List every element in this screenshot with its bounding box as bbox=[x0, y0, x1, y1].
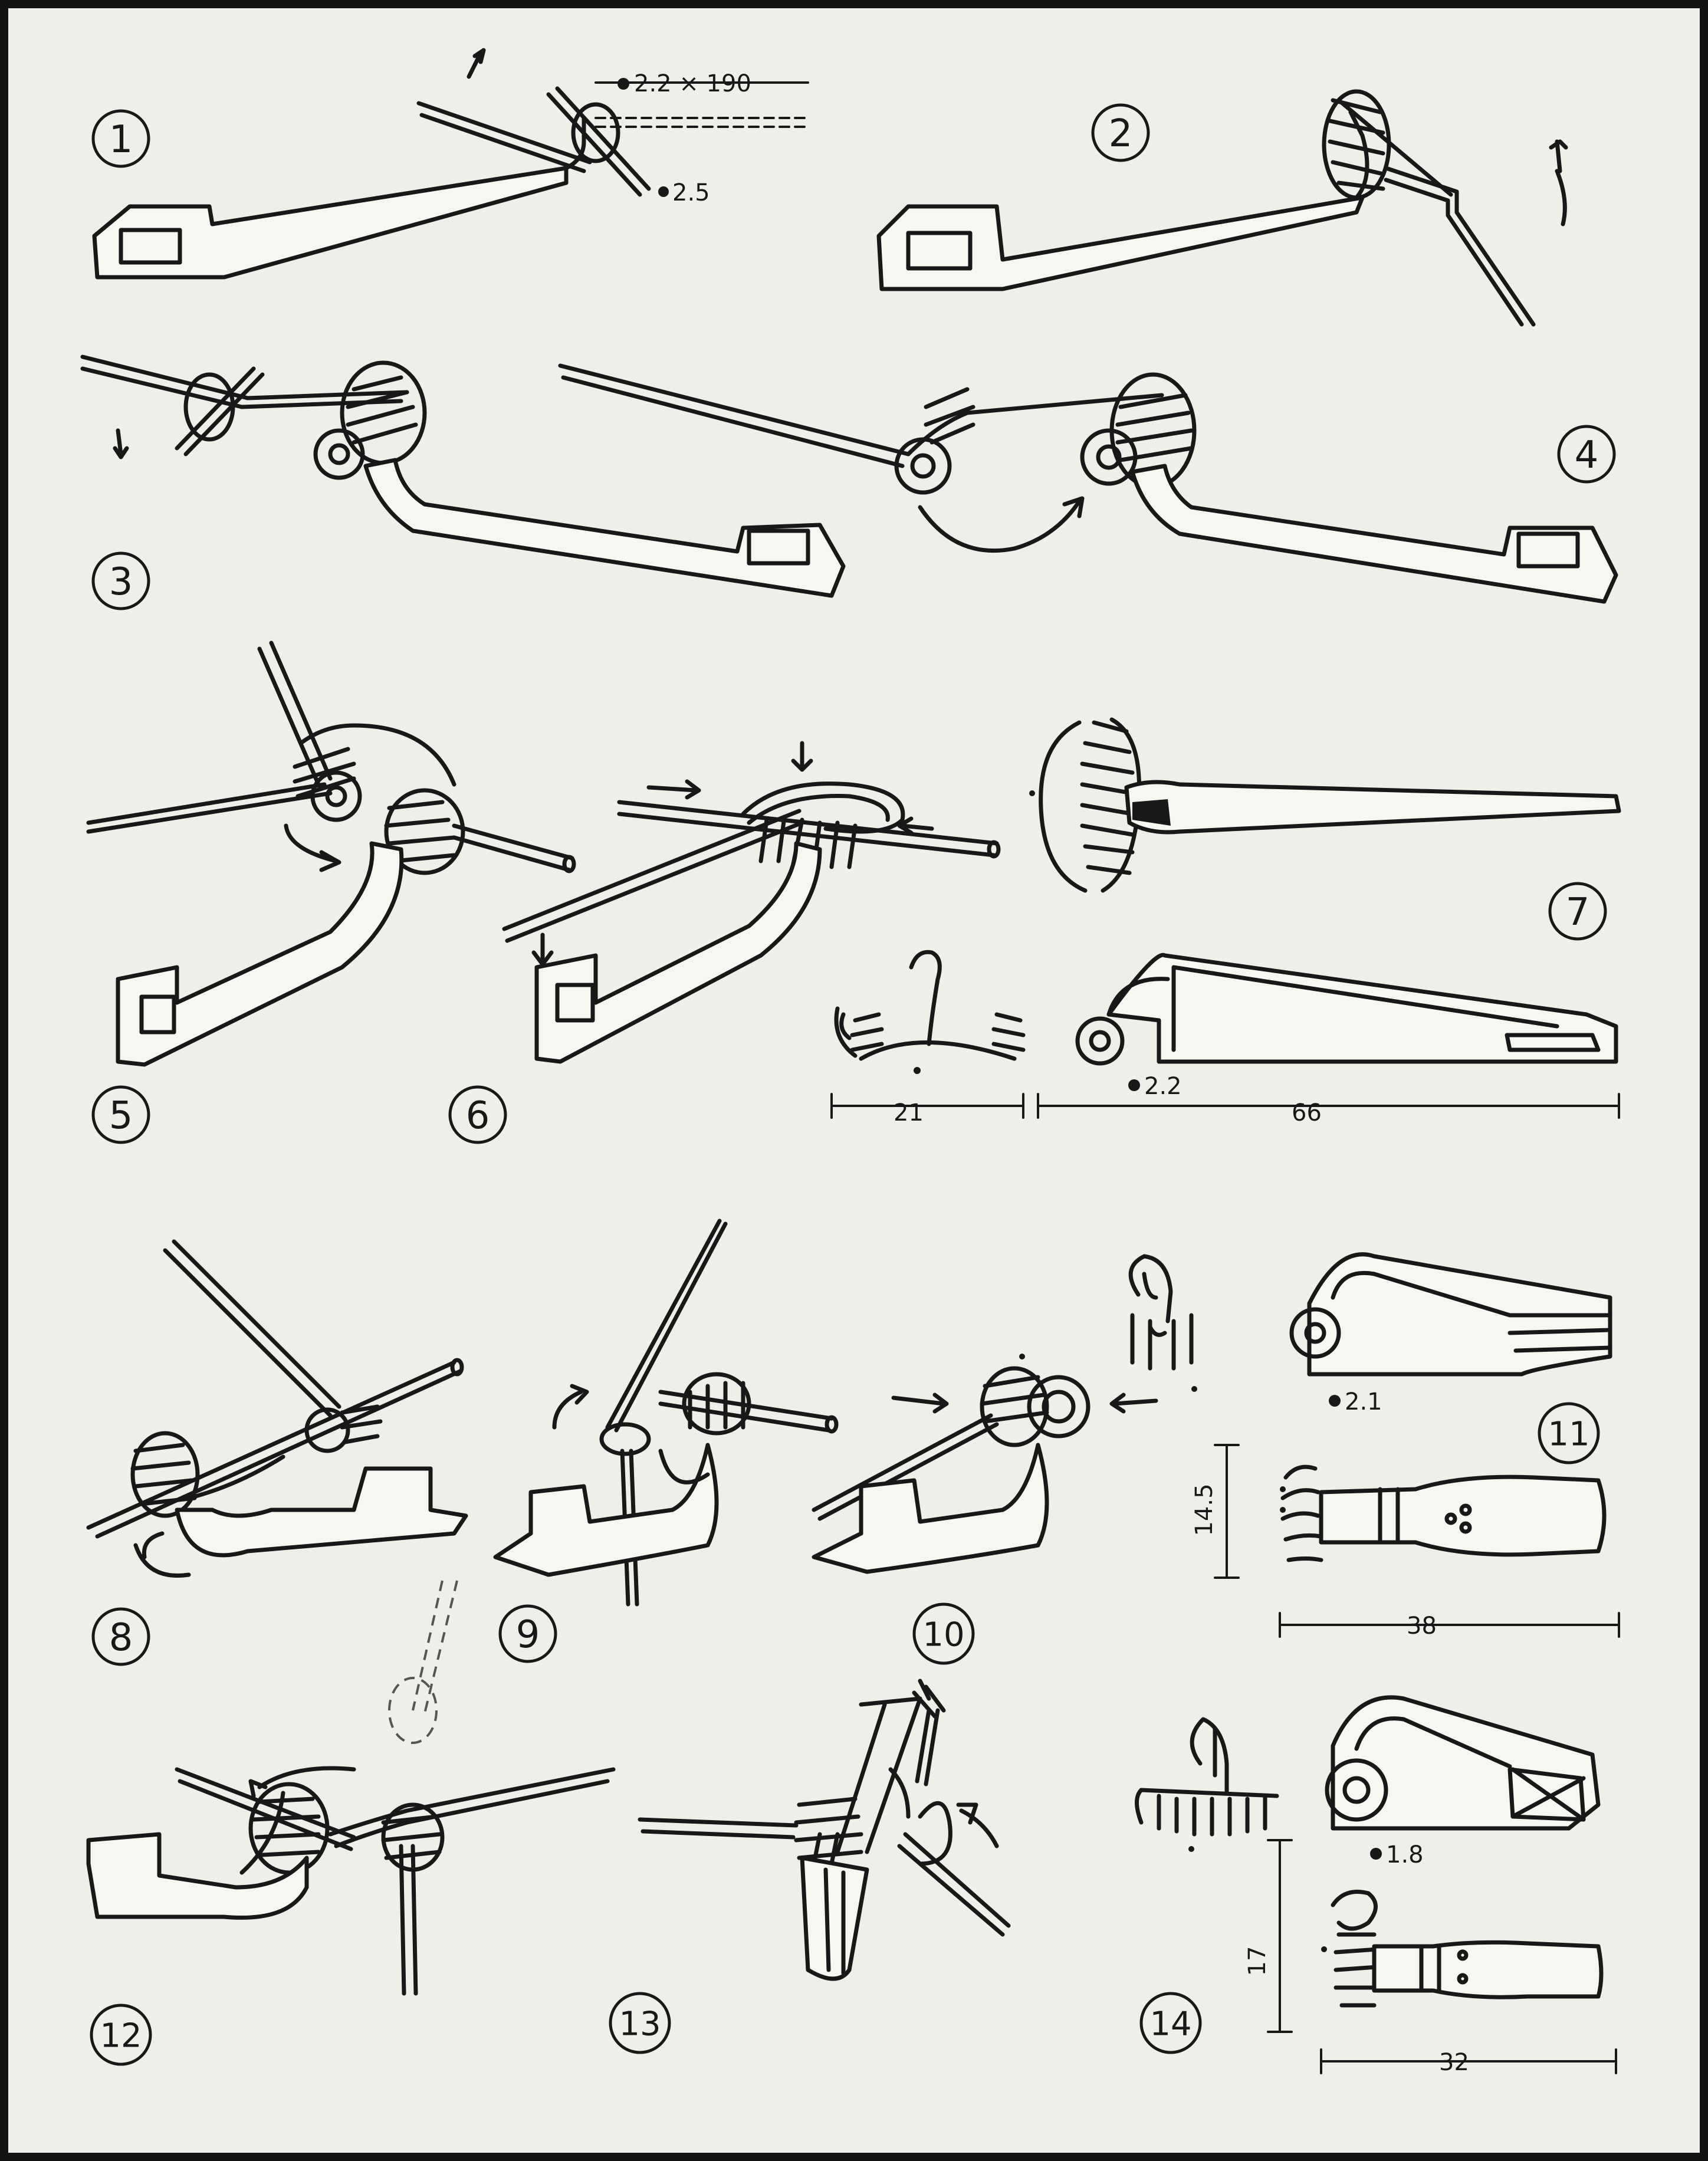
dim-width-7: 21 bbox=[894, 1099, 924, 1127]
step-number-12: 12 bbox=[90, 2004, 152, 2066]
fibula-step-1 bbox=[92, 48, 809, 280]
svg-text:6: 6 bbox=[466, 1094, 490, 1138]
dim-length-11: 38 bbox=[1407, 1612, 1437, 1640]
step-number-1: 1 bbox=[91, 109, 150, 168]
fibula-step-3 bbox=[80, 354, 846, 598]
dim-wire-start: 2.2 × 190 bbox=[634, 70, 751, 97]
fibula-step-11 bbox=[1128, 1252, 1620, 1638]
dim-wire-diameter-14: 1.8 bbox=[1386, 1841, 1424, 1868]
svg-text:12: 12 bbox=[100, 2017, 142, 2055]
svg-text:14: 14 bbox=[1149, 2005, 1191, 2044]
fibula-step-4 bbox=[558, 363, 1618, 604]
fibula-step-14 bbox=[1135, 1695, 1617, 2074]
step-number-4: 4 bbox=[1557, 425, 1616, 484]
fibula-step-10 bbox=[812, 1354, 1158, 1574]
svg-text:10: 10 bbox=[922, 1616, 964, 1654]
svg-text:1: 1 bbox=[109, 118, 133, 162]
step-number-3: 3 bbox=[91, 551, 150, 610]
svg-text:7: 7 bbox=[1566, 891, 1590, 934]
svg-text:4: 4 bbox=[1575, 433, 1599, 477]
fibula-step-8 bbox=[86, 1239, 468, 1578]
dim-length-14: 32 bbox=[1439, 2049, 1469, 2076]
dim-length-7: 66 bbox=[1292, 1099, 1322, 1127]
step-number-8: 8 bbox=[91, 1607, 150, 1666]
fibula-step-12 bbox=[86, 1580, 616, 1996]
svg-text:3: 3 bbox=[109, 560, 133, 604]
svg-text:2: 2 bbox=[1109, 112, 1133, 156]
fibula-step-13 bbox=[638, 1679, 1011, 1981]
svg-text:13: 13 bbox=[619, 2005, 661, 2044]
fibula-step-7 bbox=[830, 717, 1621, 1119]
step-number-14: 14 bbox=[1139, 1992, 1202, 2054]
fibula-step-2 bbox=[876, 89, 1568, 327]
svg-text:8: 8 bbox=[109, 1616, 133, 1660]
dim-height-14: 17 bbox=[1244, 1946, 1271, 1976]
dimension-labels: 2.2 × 190 2.5 2.2 21 66 2.1 14.5 38 1.8 … bbox=[634, 70, 1469, 2076]
svg-text:11: 11 bbox=[1548, 1416, 1589, 1454]
step-number-11: 11 bbox=[1538, 1402, 1600, 1464]
fibula-step-5 bbox=[86, 641, 576, 1067]
dim-height-11: 14.5 bbox=[1191, 1483, 1218, 1536]
svg-text:9: 9 bbox=[516, 1613, 540, 1657]
step-number-13: 13 bbox=[609, 1992, 671, 2054]
step-number-2: 2 bbox=[1091, 103, 1150, 162]
dim-wire-diameter-11: 2.1 bbox=[1345, 1388, 1382, 1416]
dim-wire-diameter-7: 2.2 bbox=[1144, 1073, 1182, 1100]
dim-wire-diameter-1: 2.5 bbox=[672, 179, 710, 206]
step-number-5: 5 bbox=[91, 1085, 150, 1144]
step-number-9: 9 bbox=[498, 1604, 557, 1663]
step-number-7: 7 bbox=[1548, 882, 1607, 941]
fibula-step-6 bbox=[502, 741, 1001, 1064]
step-number-6: 6 bbox=[448, 1085, 507, 1144]
fibula-step-9 bbox=[493, 1219, 839, 1607]
step-number-10: 10 bbox=[912, 1602, 975, 1665]
svg-text:5: 5 bbox=[109, 1094, 133, 1138]
